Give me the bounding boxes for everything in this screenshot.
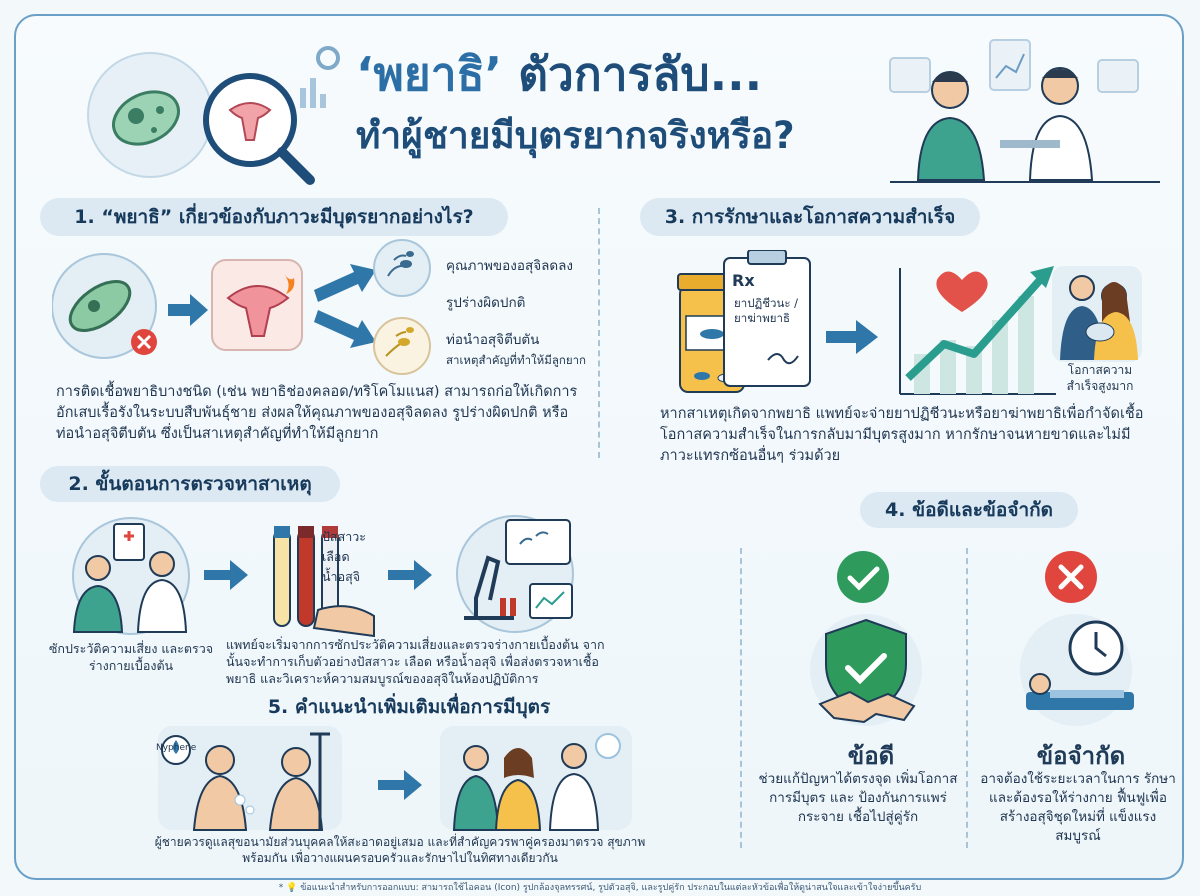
clock-sleeping-icon [1020,614,1134,726]
family-caption: โอกาสความ สำเร็จสูงมาก [1066,363,1134,393]
pros-body: ช่วยแก้ปัญหาได้ตรงจุด เพิ่มโอกาสการมีบุต… [758,771,958,825]
cross-small-icon [131,329,157,355]
effect-blocked-duct-sub: สาเหตุสำคัญที่ทำให้มีลูกยาก [446,353,586,367]
header-left-illustration [87,46,340,185]
page-title-line2: ทำผู้ชายมีบุตรยากจริงหรือ? [356,114,795,157]
footer-note: * 💡 ข้อแนะนำสำหรับการออกแบบ: สามารถใช้ไอ… [278,883,922,893]
effect-sperm-quality: คุณภาพของอสุจิลดลง [446,258,574,274]
divider-vertical-top [598,208,600,458]
cons-title: ข้อจำกัด [1036,742,1126,770]
shield-handshake-icon [810,614,922,726]
pros-title: ข้อดี [847,742,895,770]
arrow-right-icon [378,770,422,800]
microscope-icon [456,515,574,633]
svg-text:Rx: Rx [732,271,755,290]
section2-body: แพทย์จะเริ่มจากการซักประวัติความเสี่ยงแล… [226,637,605,686]
sample-semen: น้ำอสุจิ [322,569,361,584]
section4-heading: 4. ข้อดีและข้อจำกัด [860,492,1078,528]
title-accent: ‘พยาธิ’ [356,47,503,101]
test-tubes-icon [273,526,375,638]
couple-doctor-icon [440,726,632,831]
soap-label: Nyphene [156,743,197,753]
bar-chart-icon [300,46,340,108]
step1-caption: ซักประวัติความเสี่ยง และตรวจร่างกายเบื้อ… [48,641,214,673]
growth-chart-icon [899,266,1056,395]
title-rest: ตัวการลับ... [518,47,763,101]
check-icon [837,551,889,603]
clock-icon [1068,620,1124,676]
rx-label: ยาปฏิชีวนะ / ยาฆ่าพยาธิ [734,296,799,325]
sperm-icon [373,239,431,297]
doctor-consult-icon [72,517,190,635]
arrow-right-icon [204,560,248,590]
page-title-line1: ‘พยาธิ’ ตัวการลับ... [356,38,762,111]
heart-icon [936,271,988,312]
section3-heading: 3. การรักษาและโอกาสความสำเร็จ [640,198,980,236]
microbe-icon [68,280,132,332]
effect-abnormal-shape: รูปร่างผิดปกติ [446,295,526,311]
arrow-right-icon [826,320,878,354]
divider-vertical-section4-left [740,548,742,848]
sperm-abnormal-icon [373,317,431,375]
arrow-right-icon [388,560,432,590]
family-icon [1052,266,1142,362]
section5-heading: 5. คำแนะนำเพิ่มเติมเพื่อการมีบุตร [267,696,551,718]
effect-blocked-duct: ท่อนำอสุจิตีบตัน [446,332,540,348]
uterus-inflamed-icon [226,274,295,337]
microbe-icon [112,90,180,146]
section5-body: ผู้ชายควรดูแลสุขอนามัยส่วนบุคคลให้สะอาดอ… [154,835,646,865]
doctor-patient-icon [889,39,1160,183]
cons-body: อาจต้องใช้ระยะเวลาในการ รักษา และต้องรอใ… [980,771,1176,844]
arrow-right-icon [314,264,376,348]
sample-blood: เลือด [322,549,350,564]
divider-vertical-section4-mid [966,548,968,848]
section2-heading: 2. ขั้นตอนการตรวจหาสาเหตุ [40,466,340,502]
sleeping-man-icon [1026,673,1134,710]
section1-heading: 1. “พยาธิ” เกี่ยวข้องกับภาวะมีบุตรยากอย่… [40,198,508,236]
magnifier-uterus-icon [203,73,315,185]
sample-urine: ปัสสาวะ [322,529,366,544]
arrow-right-icon [168,294,208,326]
section1-body: การติดเชื้อพยาธิบางชนิด (เช่น พยาธิช่องค… [56,384,578,442]
section1-illustration [52,253,376,359]
section3-body: หากสาเหตุเกิดจากพยาธิ แพทย์จะจ่ายยาปฏิชี… [660,406,1144,464]
shower-icon [158,726,342,831]
cross-icon [1045,551,1097,603]
prescription-icon: Rx [723,250,811,387]
